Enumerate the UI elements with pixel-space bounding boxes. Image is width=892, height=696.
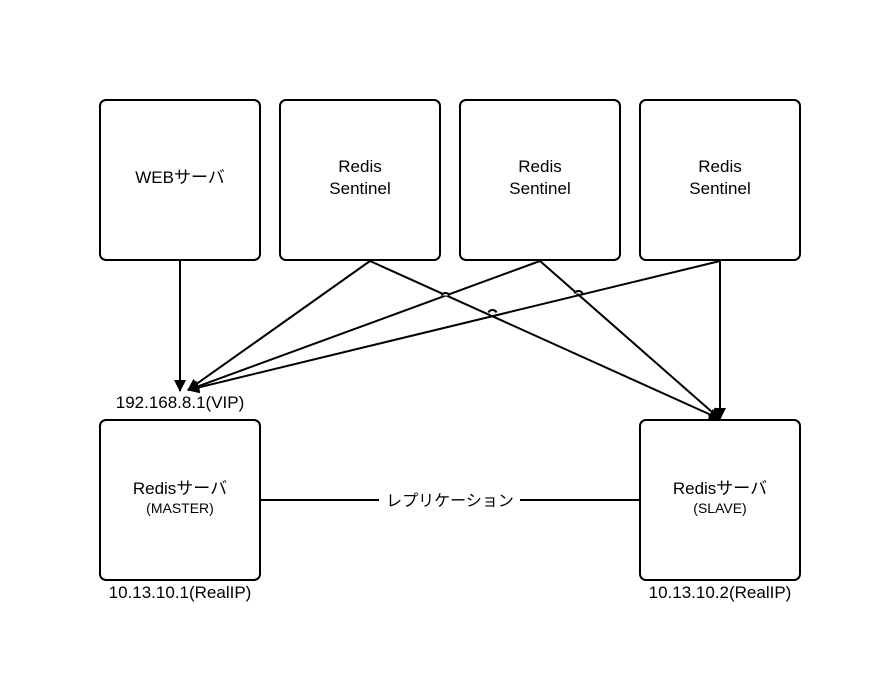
- sentinel-box-1[interactable]: [279, 99, 441, 261]
- sentinel-box-3[interactable]: [639, 99, 801, 261]
- sentinel1-label-line1: Redis: [338, 157, 381, 176]
- line-jump-2: [487, 309, 498, 314]
- master-ip-label: 10.13.10.1(RealIP): [109, 583, 252, 602]
- vip-label: 192.168.8.1(VIP): [116, 393, 245, 412]
- line-jump-3: [573, 290, 584, 295]
- sentinel2-label-line1: Redis: [518, 157, 561, 176]
- redis-master-box[interactable]: [99, 419, 261, 581]
- sentinel3-label-line1: Redis: [698, 157, 741, 176]
- sentinel2-label-line2: Sentinel: [509, 179, 570, 198]
- master-label-line1: Redisサーバ: [133, 479, 227, 498]
- edge-sentinel2-to-vip: [187, 260, 541, 392]
- slave-label-line1: Redisサーバ: [673, 479, 767, 498]
- web-server-label: WEBサーバ: [135, 168, 225, 187]
- edge-sentinel1-to-slave: [369, 260, 721, 420]
- sentinel1-label-line2: Sentinel: [329, 179, 390, 198]
- line-jump-1: [440, 292, 451, 297]
- replication-label: レプリケーション: [386, 492, 514, 510]
- redis-slave-box[interactable]: [639, 419, 801, 581]
- edge-sentinel1-to-vip: [187, 260, 371, 391]
- edge-sentinel3-to-vip: [187, 260, 721, 394]
- edge-sentinel2-to-slave: [539, 260, 721, 420]
- sentinel-box-2[interactable]: [459, 99, 621, 261]
- slave-label-line2: (SLAVE): [693, 500, 746, 516]
- sentinel3-label-line2: Sentinel: [689, 179, 750, 198]
- slave-ip-label: 10.13.10.2(RealIP): [649, 583, 792, 602]
- web-server-box[interactable]: [99, 99, 261, 261]
- master-label-line2: (MASTER): [146, 500, 214, 516]
